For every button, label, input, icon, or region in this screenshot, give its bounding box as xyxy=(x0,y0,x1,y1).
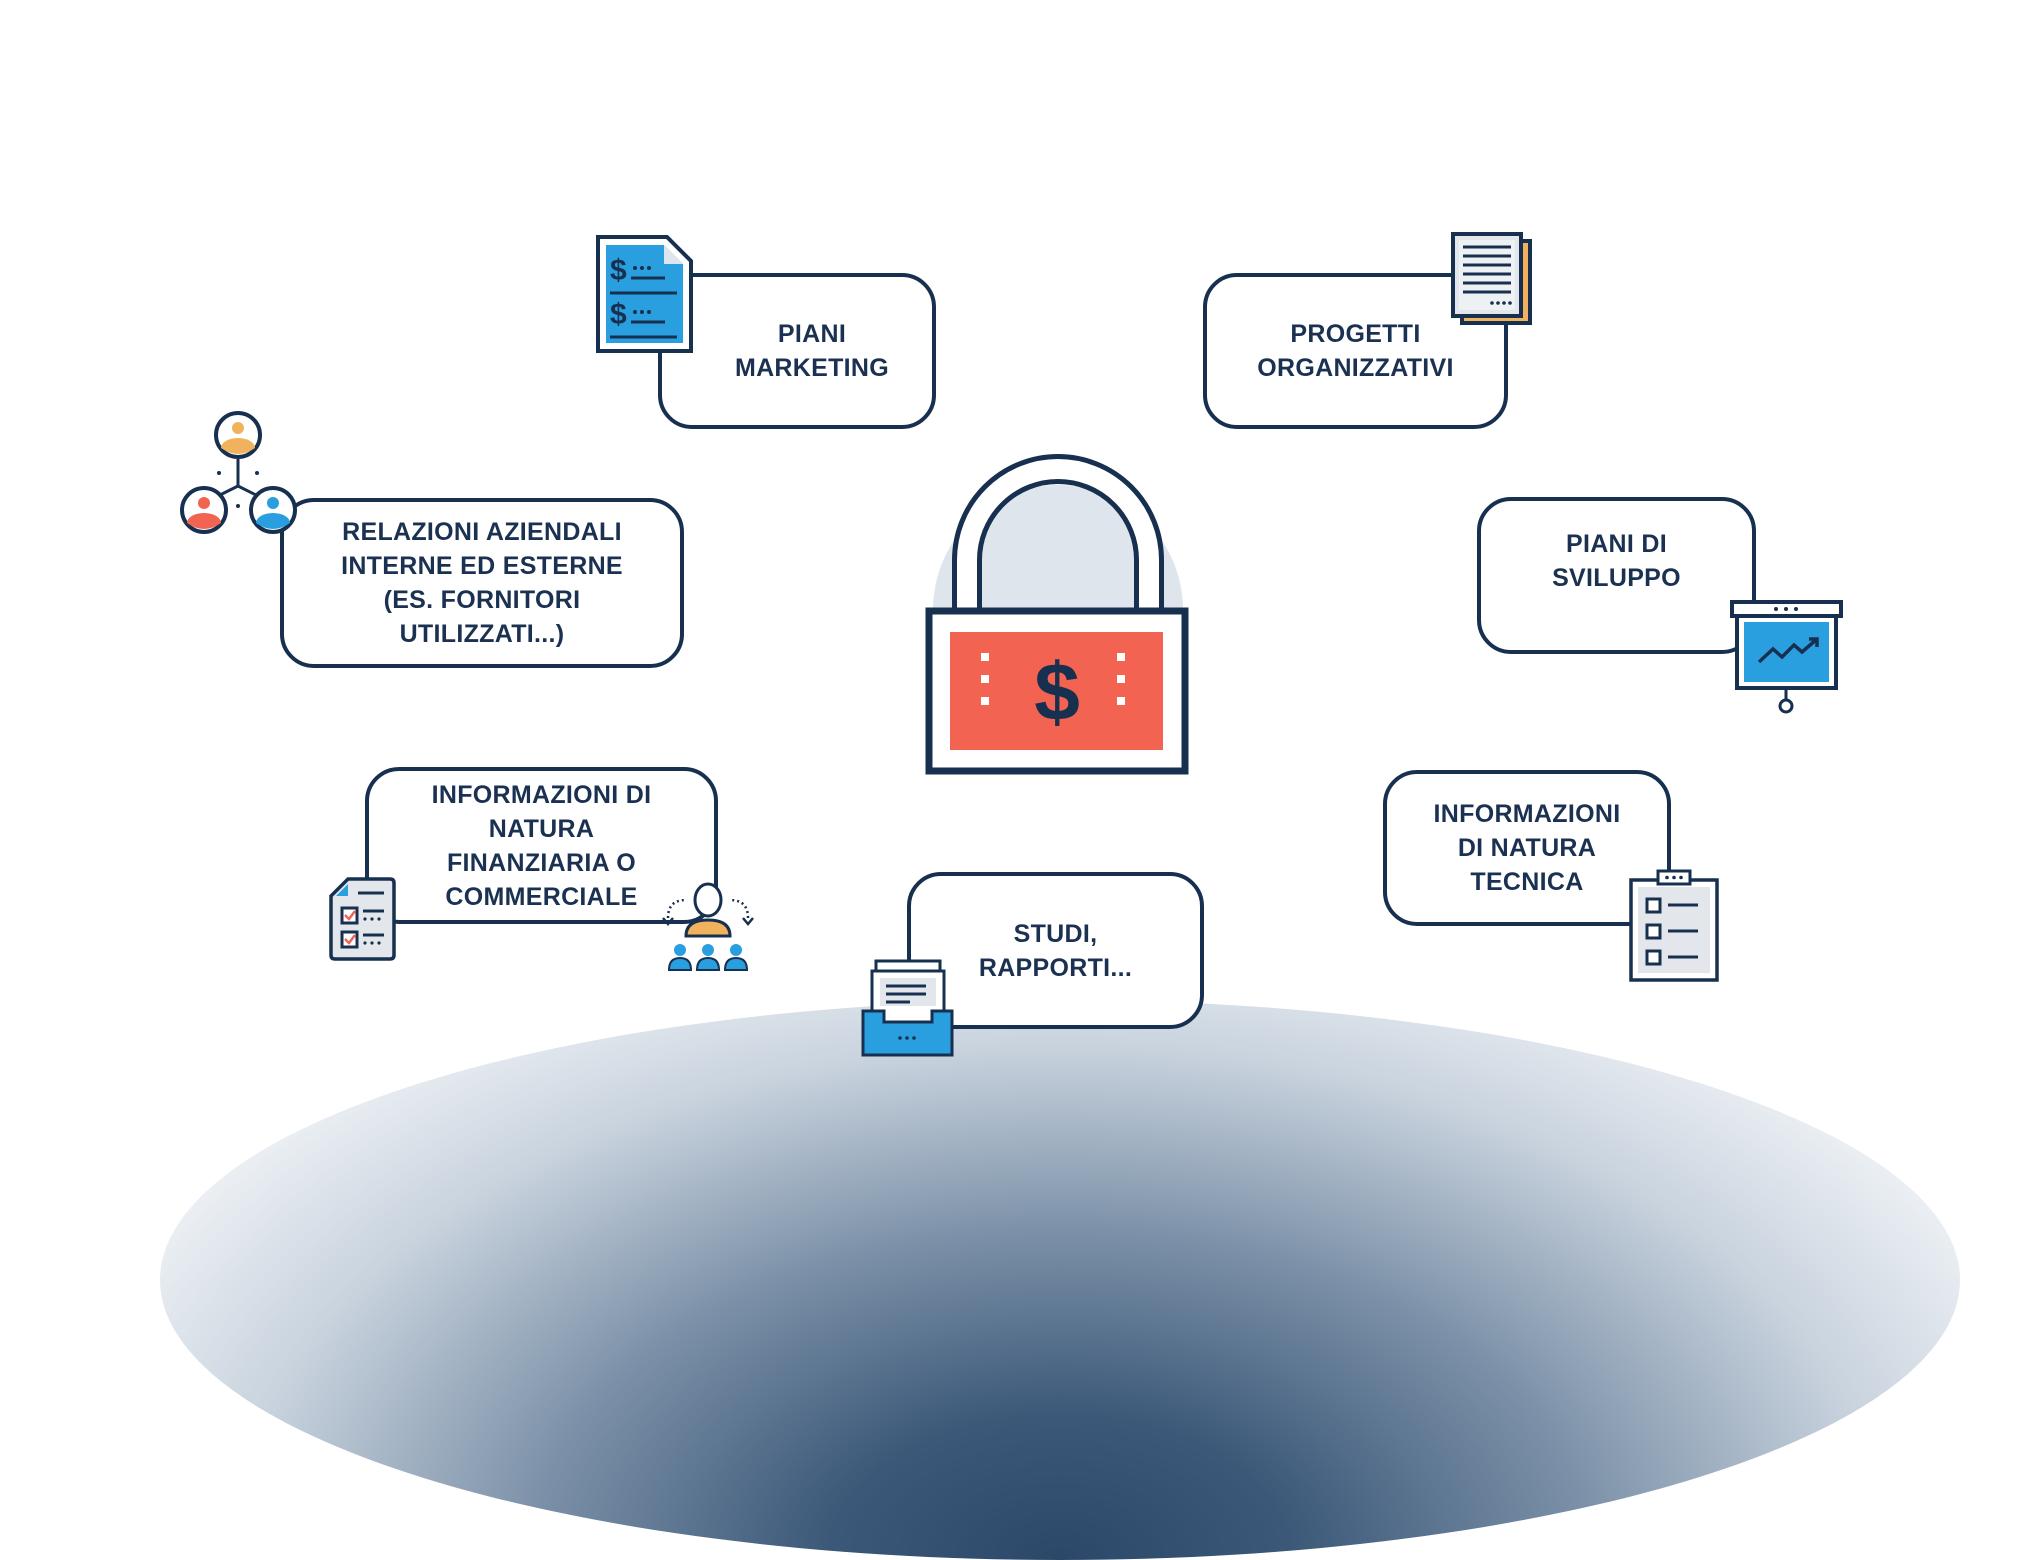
svg-text:$: $ xyxy=(1034,647,1080,738)
people-network-icon xyxy=(178,410,303,540)
padlock-dollar-icon: $ xyxy=(925,454,1190,777)
item-label: PIANI MARKETING xyxy=(734,320,890,382)
item-label: STUDI, RAPPORTI... xyxy=(978,919,1133,982)
svg-text:$: $ xyxy=(610,298,627,331)
item-label: INFORMAZIONI DI NATURA FINANZIARIA O COM… xyxy=(431,780,652,911)
stacked-documents-icon xyxy=(1450,231,1534,327)
clipboard-checklist-icon xyxy=(1628,868,1720,983)
item-piani-marketing: PIANI MARKETING xyxy=(658,273,936,429)
item-label: RELAZIONI AZIENDALI INTERNE ED ESTERNE (… xyxy=(341,518,623,648)
document-tray-icon xyxy=(860,958,955,1058)
item-label: INFORMAZIONI DI NATURA TECNICA xyxy=(1433,800,1621,896)
background-glow xyxy=(160,1000,1960,1560)
item-relazioni-aziendali: RELAZIONI AZIENDALI INTERNE ED ESTERNE (… xyxy=(280,498,684,668)
item-info-finanziaria: INFORMAZIONI DI NATURA FINANZIARIA O COM… xyxy=(365,767,718,924)
item-label: PIANI DI SVILUPPO xyxy=(1552,529,1681,592)
item-studi-rapporti: STUDI, RAPPORTI... xyxy=(907,872,1204,1029)
item-info-tecnica: INFORMAZIONI DI NATURA TECNICA xyxy=(1383,770,1671,926)
item-piani-sviluppo: PIANI DI SVILUPPO xyxy=(1477,497,1756,654)
financial-document-icon: $ $ xyxy=(595,234,695,354)
presentation-chart-icon xyxy=(1729,599,1844,714)
svg-text:$: $ xyxy=(610,254,627,287)
checklist-document-icon xyxy=(328,876,398,962)
item-label: PROGETTI ORGANIZZATIVI xyxy=(1257,320,1454,382)
team-hierarchy-icon xyxy=(658,878,758,978)
